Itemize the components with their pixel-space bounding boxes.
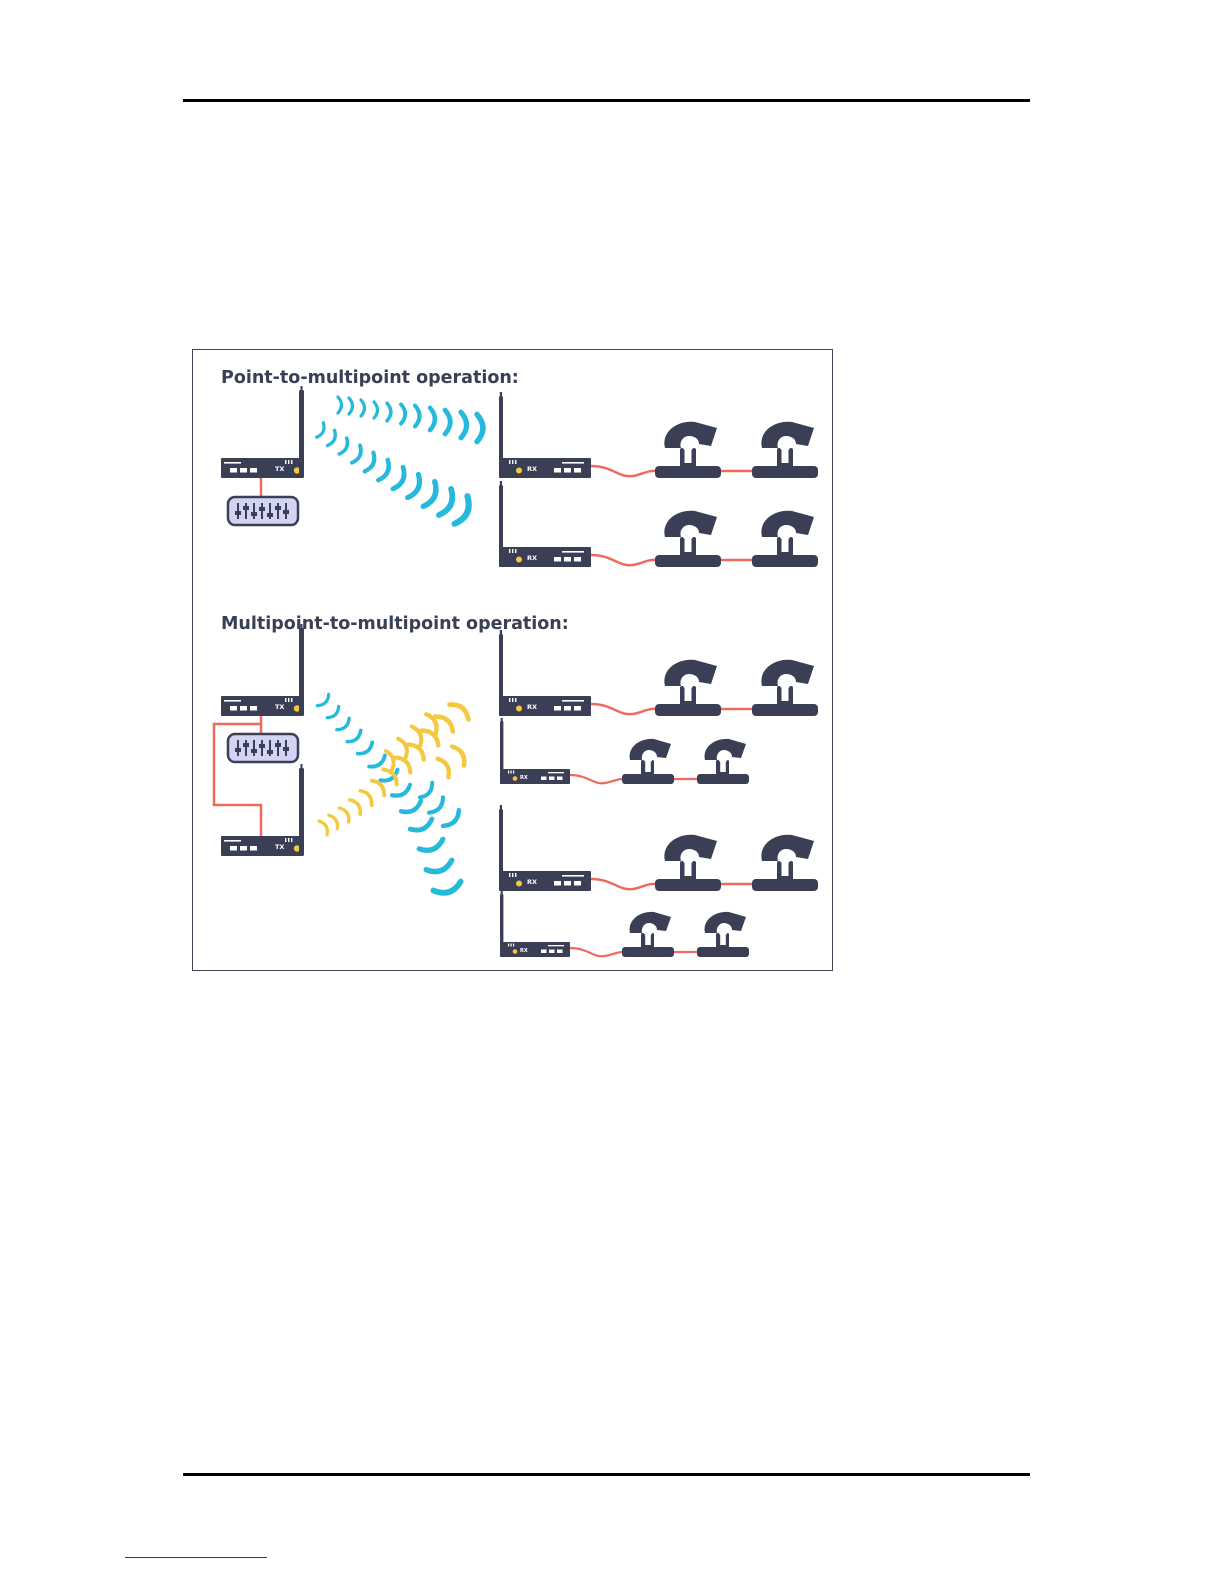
rx-label: RX — [527, 465, 537, 473]
moving-head-light-icon — [697, 739, 749, 784]
transmitter-icon: TX — [221, 764, 304, 856]
rx-label: RX — [527, 554, 537, 562]
rx-label: RX — [527, 703, 537, 711]
footer-rule — [183, 1473, 1030, 1476]
transmitter-icon: TX — [221, 386, 304, 478]
lighting-console-icon — [228, 497, 298, 525]
moving-head-light-icon — [752, 511, 818, 567]
receiver-icon: RX — [499, 481, 591, 567]
rx-label: RX — [527, 878, 537, 886]
section-title-multipoint-to-multipoint: Multipoint-to-multipoint operation: — [221, 614, 569, 634]
moving-head-light-icon — [655, 422, 721, 478]
moving-head-light-icon — [752, 660, 818, 716]
tx-label: TX — [275, 465, 284, 473]
rx-label: RX — [520, 775, 528, 781]
footer-link-underline[interactable] — [125, 1557, 267, 1558]
moving-head-light-icon — [752, 835, 818, 891]
receiver-icon: RX — [499, 630, 591, 716]
radio-wave-icon — [317, 397, 483, 527]
lighting-console-icon — [228, 734, 298, 762]
transmitter-icon: TX — [221, 624, 304, 716]
moving-head-light-icon — [655, 511, 721, 567]
receiver-icon: RX — [500, 891, 570, 957]
moving-head-light-icon — [622, 739, 674, 784]
header-rule — [183, 99, 1030, 102]
section-title-point-to-multipoint: Point-to-multipoint operation: — [221, 368, 519, 388]
moving-head-light-icon — [622, 912, 674, 957]
moving-head-light-icon — [697, 912, 749, 957]
moving-head-light-icon — [655, 660, 721, 716]
tx-label: TX — [275, 703, 284, 711]
receiver-icon: RX — [499, 805, 591, 891]
moving-head-light-icon — [655, 835, 721, 891]
wireless-dmx-diagram: Point-to-multipoint operation: TX — [192, 349, 833, 971]
tx-label: TX — [275, 843, 284, 851]
rx-label: RX — [520, 948, 528, 954]
diagram-canvas: Point-to-multipoint operation: TX — [193, 350, 834, 972]
radio-wave-icon — [319, 700, 472, 834]
moving-head-light-icon — [752, 422, 818, 478]
receiver-icon: RX — [499, 392, 591, 478]
receiver-icon: RX — [500, 718, 570, 784]
radio-wave-icon — [317, 694, 462, 896]
